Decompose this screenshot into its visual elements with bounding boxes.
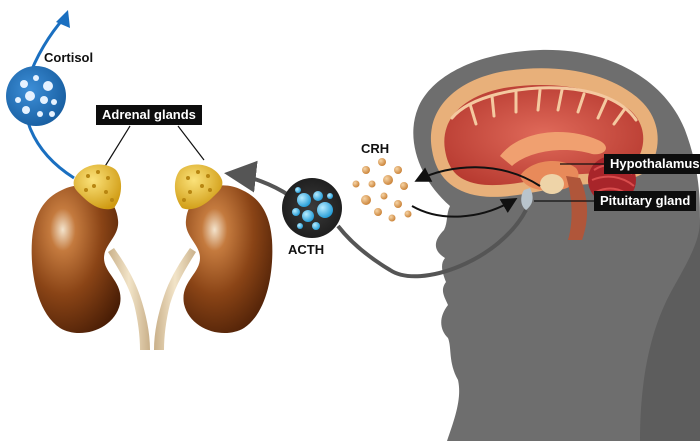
hypothalamus-organ [540,174,564,194]
brain-folds [450,86,638,126]
right-kidney [183,185,273,334]
pituitary-gland-organ [521,188,533,210]
left-kidney [31,185,121,334]
acth-arrow-to-adrenal [224,160,292,198]
acth-label: ACTH [288,242,325,257]
brainstem [566,176,588,240]
crh-particles [352,158,412,222]
crh-arrow-out [414,166,541,187]
crh-arrow-in [411,197,518,218]
right-ureter [154,248,196,350]
cortisol-arrowhead [56,10,70,28]
pituitary-gland-label: Pituitary gland [594,191,697,211]
adrenal-glands-label: Adrenal glands [96,105,202,125]
left-ureter [108,248,150,350]
corpus-callosum [500,132,606,166]
left-adrenal-gland [73,164,122,210]
adrenal-pointer-left [103,125,131,169]
right-adrenal-gland [174,164,223,210]
adrenal-pointer-right [177,125,205,161]
acth-particles [282,178,342,238]
head-shading [640,220,700,441]
crh-label: CRH [361,141,390,156]
hypothalamus-label: Hypothalamus [604,154,700,174]
cortisol-particles [6,66,66,126]
acth-path-from-pituitary [336,209,528,279]
cortisol-label: Cortisol [44,50,94,65]
